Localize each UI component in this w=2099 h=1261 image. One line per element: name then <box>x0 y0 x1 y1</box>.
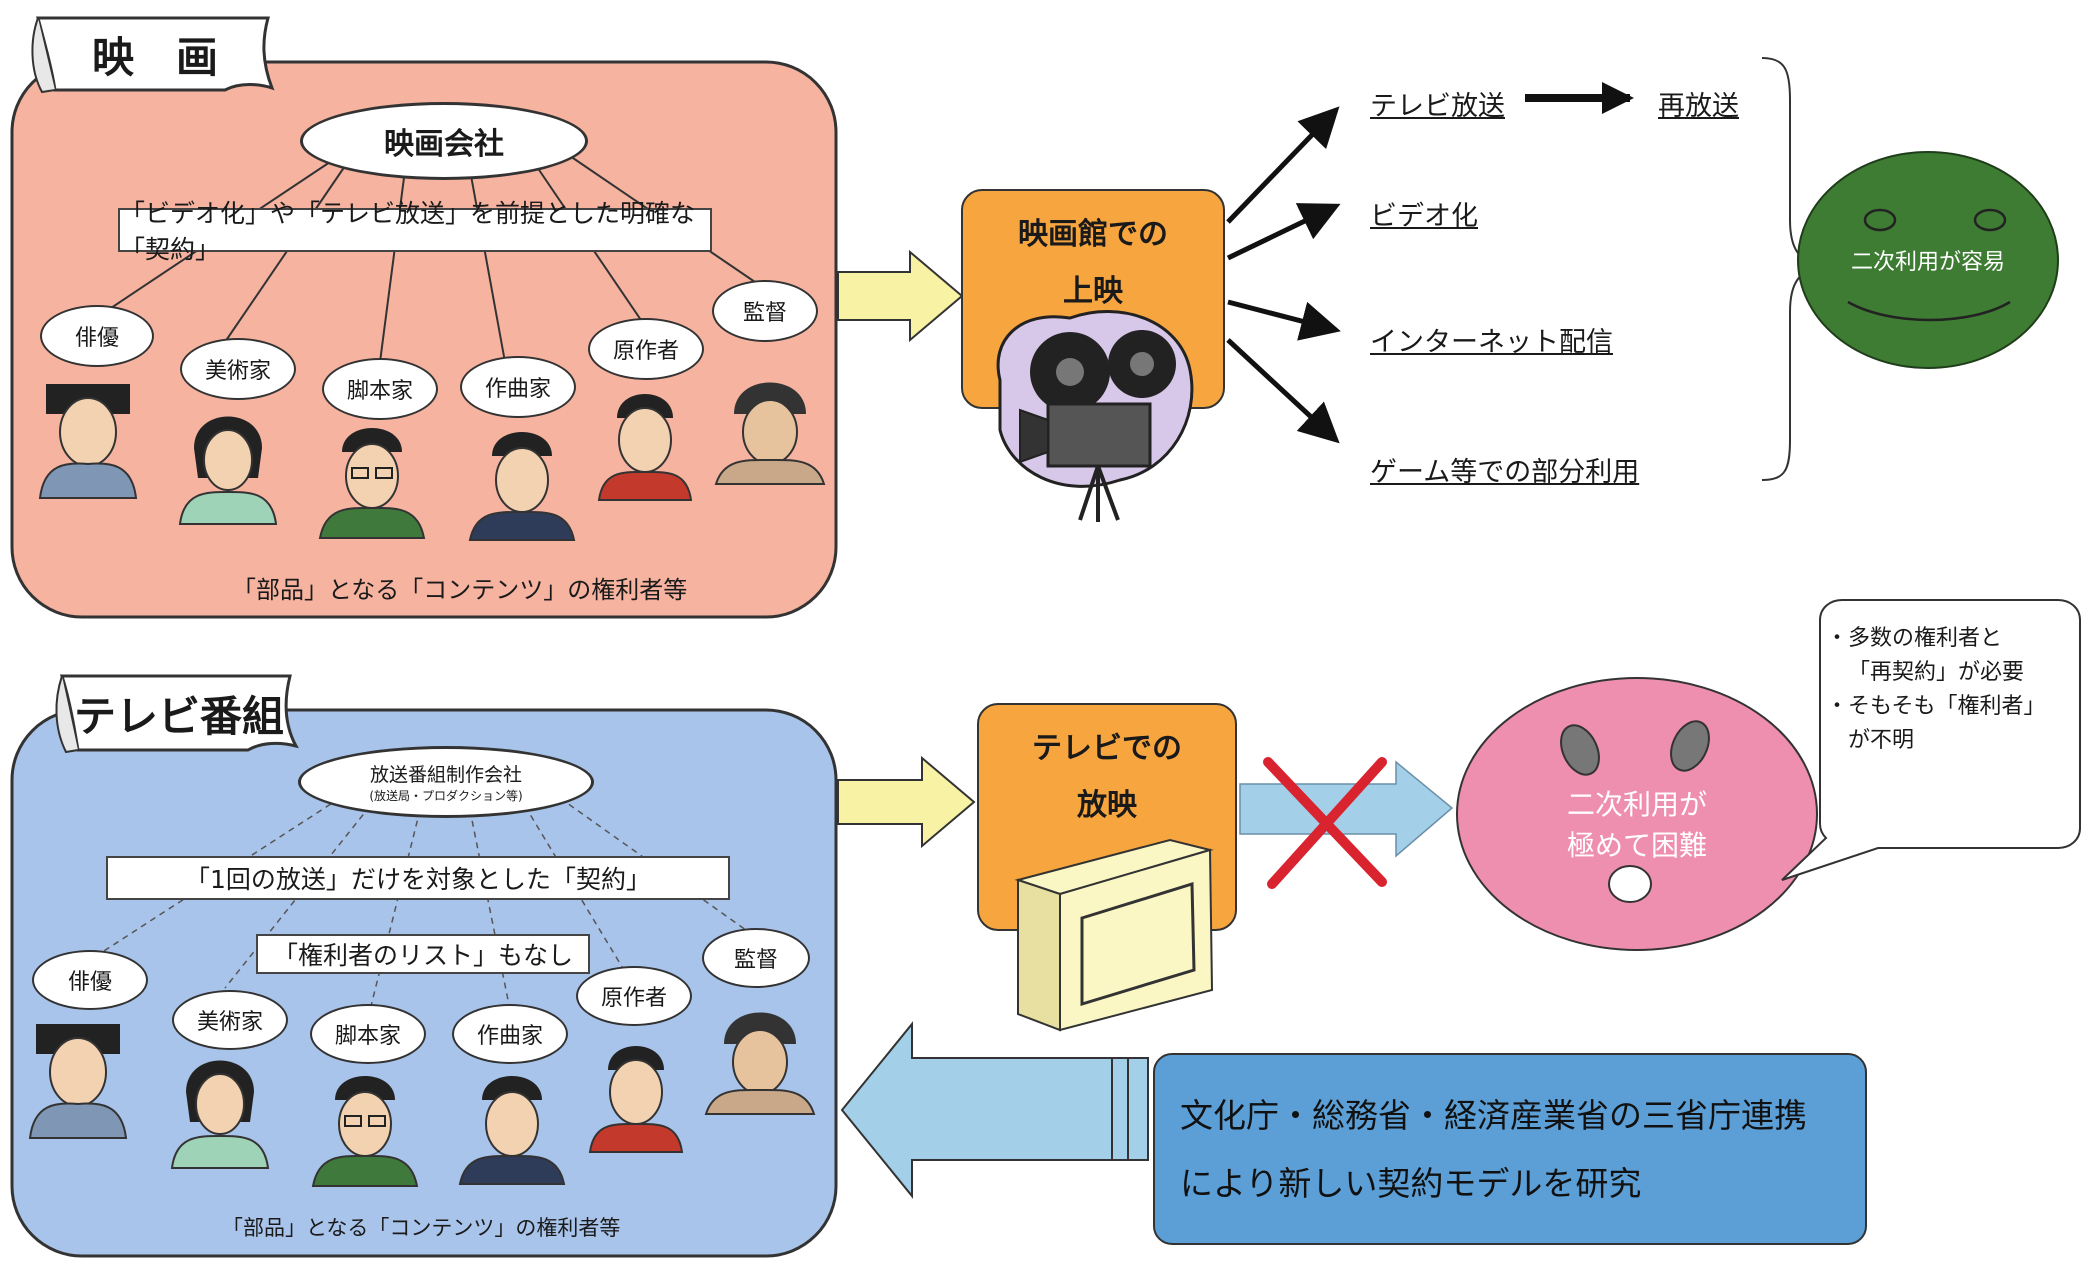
dest-game: ゲーム等での部分利用 <box>1370 457 1640 488</box>
tv-role-composer: 作曲家 <box>452 1004 568 1064</box>
broadcast-label: テレビでの 放映 <box>978 720 1236 834</box>
screening-line1: 映画館での <box>1018 217 1168 252</box>
tv-banner-flag <box>59 674 299 752</box>
movie-role-director: 監督 <box>712 280 818 342</box>
movie-role-original-author: 原作者 <box>588 318 704 380</box>
surprised-face-icon <box>1456 677 1818 951</box>
film-camera-icon <box>996 310 1194 522</box>
tv-role-original-author: 原作者 <box>576 966 692 1026</box>
movie-role-actor: 俳優 <box>40 305 154 367</box>
screening-label: 映画館での 上映 <box>962 206 1224 320</box>
difficult-reuse-line1: 二次利用が <box>1566 788 1707 822</box>
movie-company-label: 映画会社 <box>384 127 504 162</box>
tv-role-screenwriter: 脚本家 <box>310 1004 426 1064</box>
movie-role-screenwriter: 脚本家 <box>322 358 438 420</box>
tv-company-sublabel: (放送局・プロダクション等) <box>369 789 523 803</box>
easy-reuse-label: 二次利用が容易 <box>1850 250 2005 275</box>
speech-line4: が不明 <box>1848 728 1915 754</box>
movie-rightsholder-portraits <box>38 382 826 541</box>
tv-rightsholders-caption: 「部品」となる「コンテンツ」の権利者等 <box>222 1216 621 1240</box>
dest-tv-broadcast: テレビ放送 <box>1370 91 1505 122</box>
speech-line3: ・そもそも「権利者」 <box>1826 694 2046 720</box>
tv-set-icon <box>1014 838 1214 1032</box>
distribution-arrows <box>1226 82 1634 444</box>
tv-role-art-director: 美術家 <box>172 990 288 1050</box>
tv-role-director: 監督 <box>702 928 810 988</box>
movie-banner-title: 映 画 <box>91 32 218 82</box>
ministry-text: 文化庁・総務省・経済産業省の三省庁連携 により新しい契約モデルを研究 <box>1180 1082 1860 1217</box>
tv-contract-label: 「1回の放送」だけを対象とした「契約」 <box>106 856 730 900</box>
ministry-line2: により新しい契約モデルを研究 <box>1180 1163 1642 1203</box>
speech-line2: 「再契約」が必要 <box>1848 660 2025 686</box>
difficult-reuse-label: 二次利用が 極めて困難 <box>1500 784 1774 868</box>
movie-role-composer: 作曲家 <box>460 356 576 418</box>
feedback-arrow <box>840 1021 1149 1199</box>
broadcast-line1: テレビでの <box>1032 731 1182 766</box>
speech-bubble <box>1781 599 2081 881</box>
dest-video: ビデオ化 <box>1370 201 1478 232</box>
ministry-box <box>1153 1053 1867 1245</box>
tv-company-oval: 放送番組制作会社 (放送局・プロダクション等) <box>298 746 594 818</box>
screening-line2: 上映 <box>1063 274 1123 309</box>
speech-bubble-text: ・多数の権利者と 「再契約」が必要 ・そもそも「権利者」 が不明 <box>1826 622 2076 758</box>
smiling-face-icon <box>1797 151 2059 369</box>
dest-rebroadcast: 再放送 <box>1658 91 1739 122</box>
movie-company-oval: 映画会社 <box>300 102 588 180</box>
speech-line1: ・多数の権利者と <box>1826 626 2003 651</box>
prohibited-x-icon <box>1263 757 1387 889</box>
dest-internet: インターネット配信 <box>1370 327 1613 358</box>
tv-role-actor: 俳優 <box>32 950 148 1010</box>
movie-to-screening-arrow <box>837 249 964 343</box>
broadcast-line2: 放映 <box>1077 788 1137 823</box>
tv-rightsholder-portraits <box>28 1012 816 1187</box>
ministry-line1: 文化庁・総務省・経済産業省の三省庁連携 <box>1180 1096 1807 1135</box>
movie-rightsholders-caption: 「部品」となる「コンテンツ」の権利者等 <box>232 576 688 604</box>
tv-to-broadcast-arrow <box>837 755 976 849</box>
movie-banner-flag <box>36 16 275 92</box>
movie-role-art-director: 美術家 <box>180 338 296 400</box>
tv-company-label: 放送番組制作会社 <box>369 764 522 786</box>
tv-no-list-label: 「権利者のリスト」もなし <box>256 934 590 974</box>
movie-contract-label: 「ビデオ化」や「テレビ放送」を前提とした明確な「契約」 <box>118 199 712 264</box>
difficult-reuse-line2: 極めて困難 <box>1566 829 1707 862</box>
tv-banner-title: テレビ番組 <box>73 691 284 741</box>
